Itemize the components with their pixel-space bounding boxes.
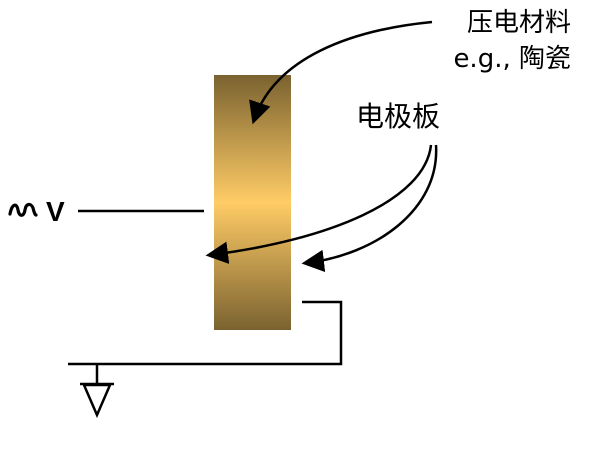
ac-wave-icon <box>8 202 38 217</box>
material-example-label: e.g., 陶瓷 <box>453 44 571 74</box>
electrode-label: 电极板 <box>356 100 441 133</box>
piezo-ceramic-block <box>214 75 291 330</box>
piezo-material-label: 压电材料 <box>466 8 571 38</box>
electrode-arrow-long <box>205 144 433 264</box>
ground-icon <box>80 364 114 419</box>
material-arrow <box>249 20 433 125</box>
ground-lead-wire <box>68 300 343 366</box>
ac-voltage-source: V <box>8 195 70 227</box>
electrode-arrow-short <box>301 144 438 273</box>
voltage-label: V <box>46 196 65 227</box>
